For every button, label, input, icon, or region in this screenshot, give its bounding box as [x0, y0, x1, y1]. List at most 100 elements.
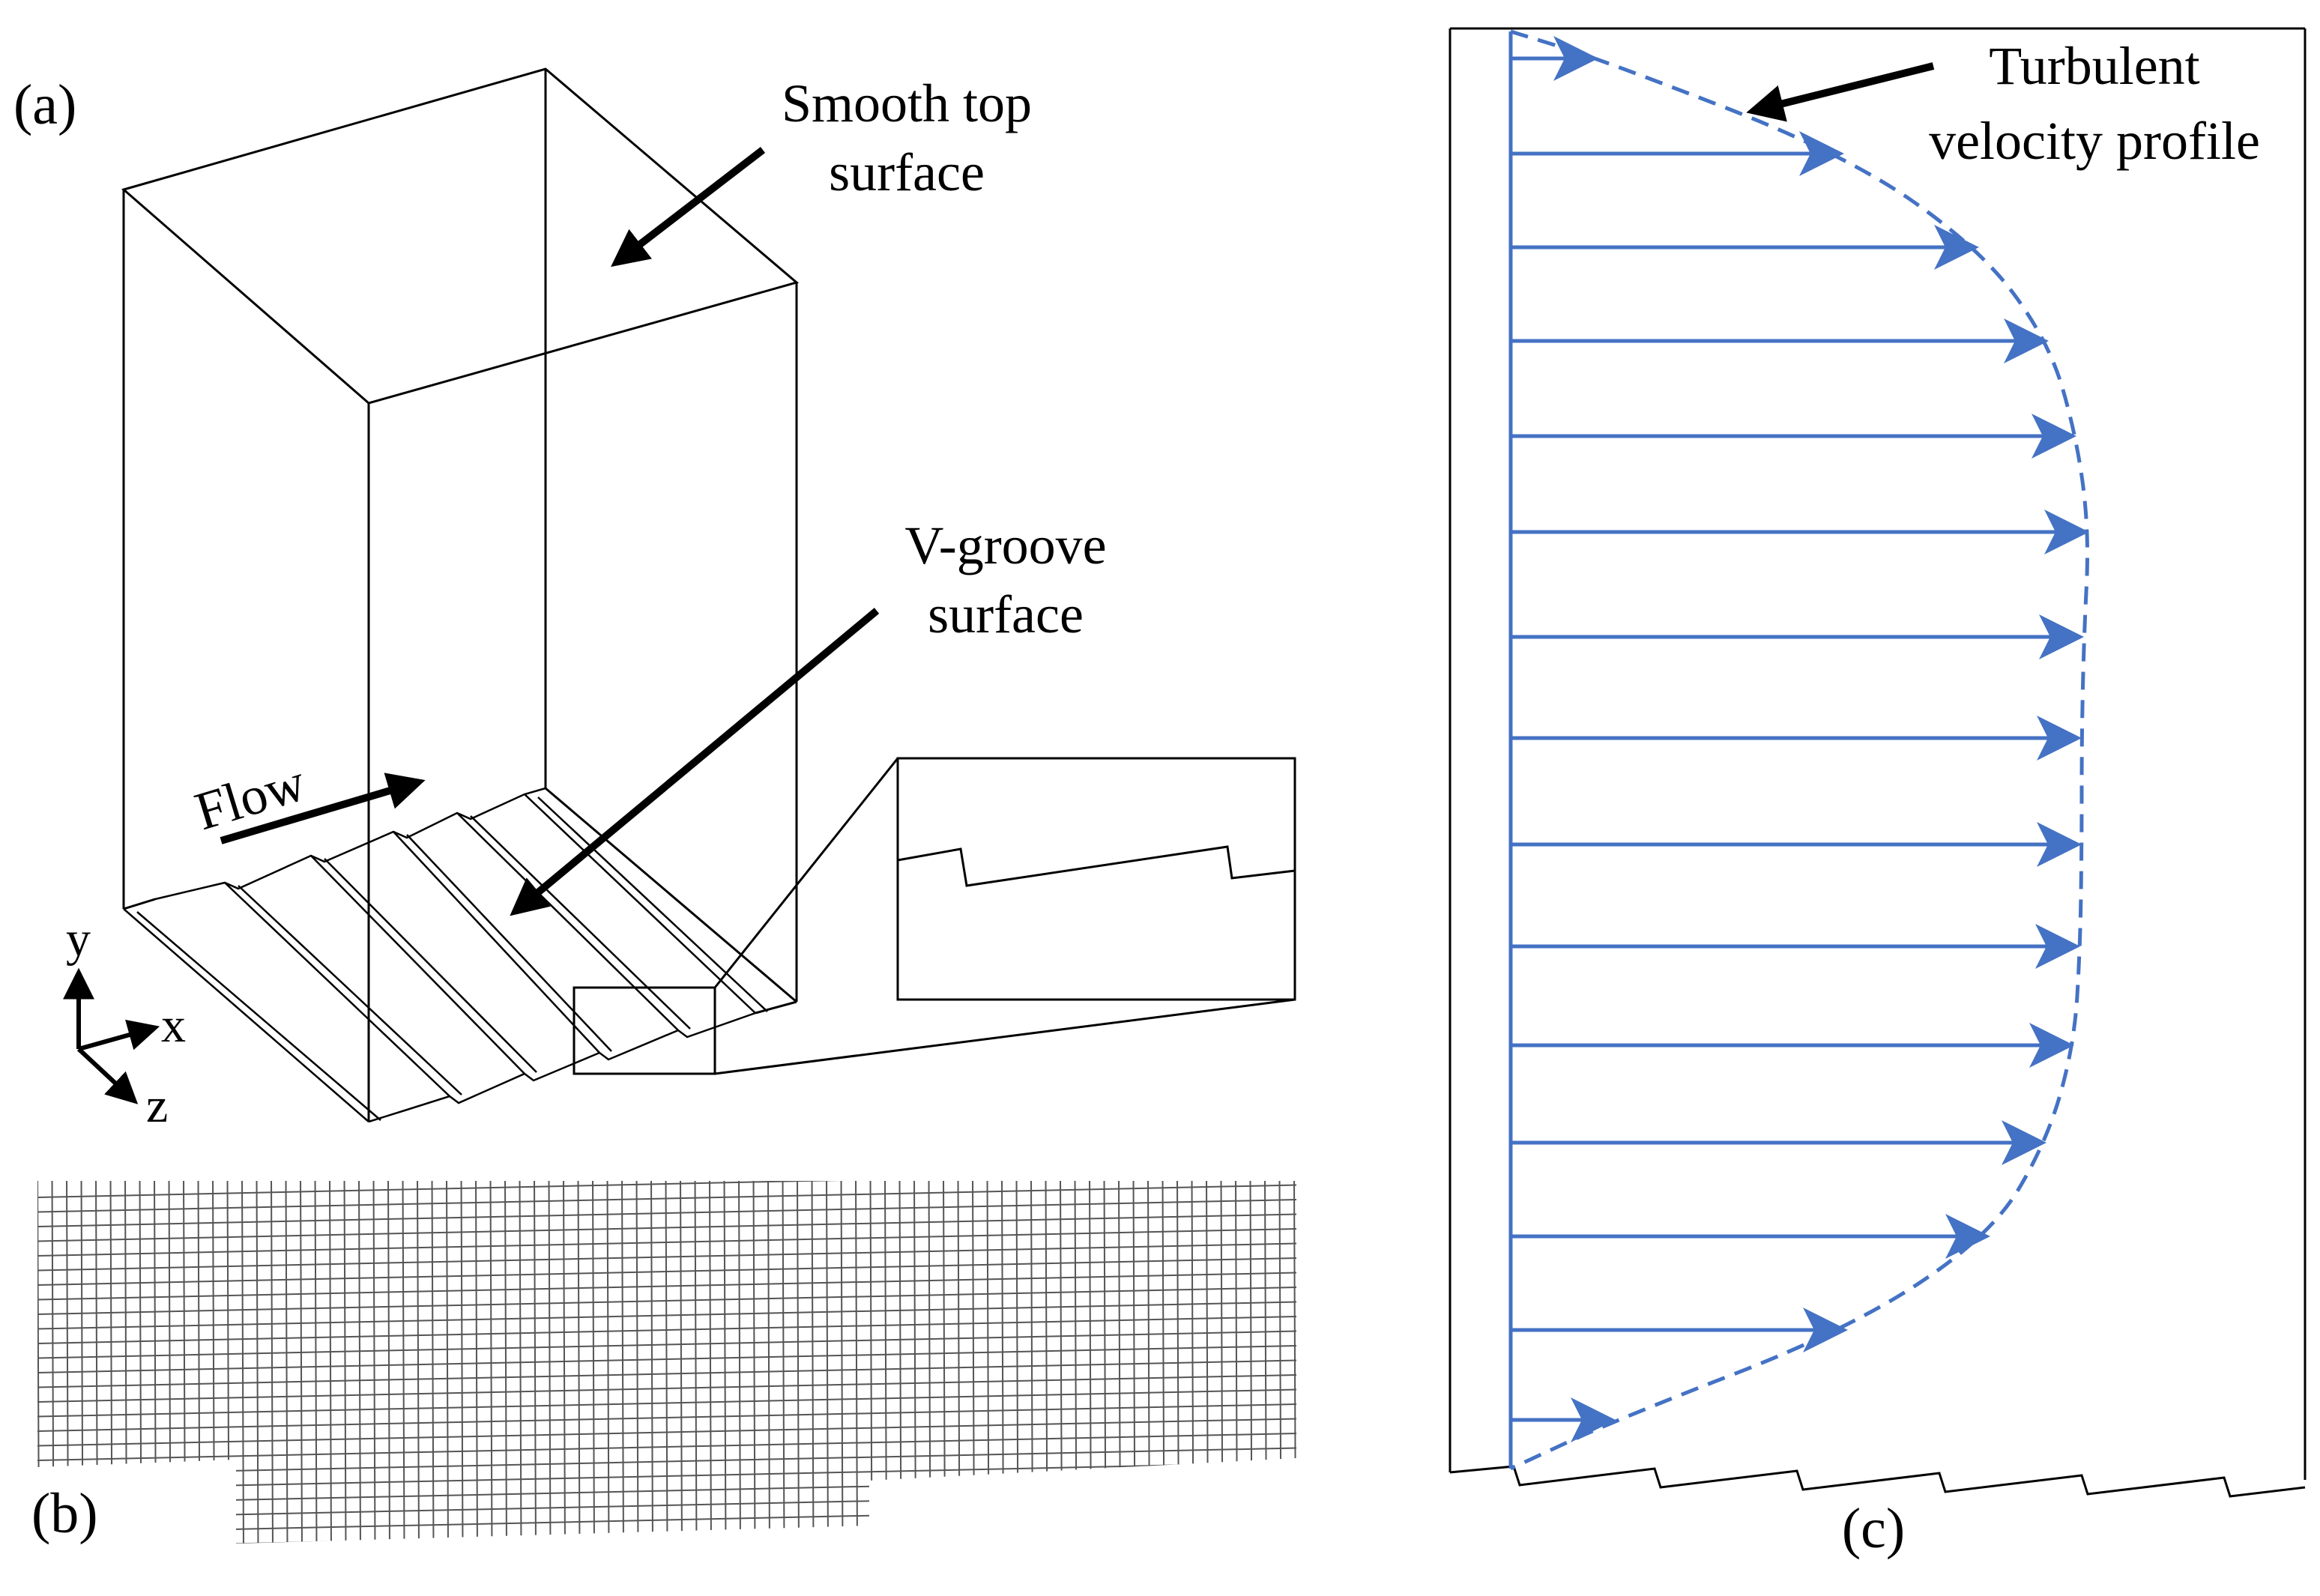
mesh-line-vertical: [139, 1181, 142, 1544]
mesh-line-horizontal: [37, 1181, 1296, 1198]
mesh-line-vertical: [1278, 1181, 1282, 1544]
mesh-line-horizontal: [37, 1388, 1296, 1418]
mesh-line-vertical: [168, 1181, 172, 1544]
panel-b-label: (b): [31, 1482, 98, 1545]
mesh-line-horizontal: [37, 1345, 1296, 1373]
mesh-line-vertical: [534, 1181, 537, 1544]
groove-step-line: [324, 858, 537, 1073]
mesh-line-vertical: [635, 1181, 639, 1544]
groove-back-edge: [123, 787, 546, 910]
mesh-line-vertical: [869, 1181, 873, 1544]
mesh-line-vertical: [256, 1181, 259, 1544]
mesh-line-vertical: [1176, 1181, 1179, 1544]
mesh-line-vertical: [797, 1181, 800, 1544]
v-groove-surface: [123, 787, 768, 1123]
mesh-line-vertical: [109, 1181, 113, 1544]
mesh-line-vertical: [271, 1181, 274, 1544]
mesh-line-horizontal: [37, 1535, 1296, 1544]
v-groove-label-line1: V-groove: [904, 516, 1106, 575]
groove-ridge-line: [393, 831, 600, 1054]
mesh-line-vertical: [986, 1181, 990, 1544]
mesh-line-vertical: [577, 1181, 581, 1544]
z-axis-label: z: [146, 1078, 168, 1133]
mesh-line-vertical: [314, 1181, 318, 1544]
panel-a-label: (a): [13, 73, 76, 136]
mesh-line-vertical: [300, 1181, 303, 1544]
groove-ridge-line: [310, 855, 525, 1074]
mesh-line-vertical: [606, 1181, 610, 1544]
mesh-line-vertical: [285, 1181, 289, 1544]
mesh-line-vertical: [124, 1181, 127, 1544]
mesh-line-horizontal: [37, 1418, 1296, 1447]
x-axis-arrow: [78, 1019, 160, 1051]
mesh-line-horizontal: [37, 1272, 1296, 1301]
groove-ridge-line: [456, 812, 679, 1031]
mesh-line-vertical: [226, 1181, 230, 1544]
panel-c-label: (c): [1842, 1497, 1905, 1560]
mesh-line-vertical: [1293, 1181, 1296, 1544]
profile-label-line1: Turbulent: [1989, 36, 2199, 96]
mesh-line-horizontal: [37, 1330, 1296, 1359]
mesh-line-vertical: [417, 1181, 420, 1544]
mesh-line-vertical: [402, 1181, 405, 1544]
mesh-line-vertical: [1001, 1181, 1004, 1544]
mesh-line-horizontal: [37, 1403, 1296, 1432]
channel-outline: [1449, 27, 2307, 1498]
groove-step-line: [406, 834, 612, 1052]
flow-arrow: [220, 773, 426, 844]
profile-label-arrow: [1746, 62, 1935, 122]
mesh-line-vertical: [650, 1181, 653, 1544]
groove-step-line: [136, 911, 381, 1121]
mesh-line-horizontal: [37, 1301, 1296, 1330]
mesh-line-vertical: [504, 1181, 507, 1544]
mesh-line-vertical: [826, 1181, 829, 1544]
mesh-line-vertical: [387, 1181, 390, 1544]
mesh-line-horizontal: [37, 1242, 1296, 1272]
mesh-line-vertical: [972, 1181, 975, 1544]
panel-c-velocity-profile: Turbulent velocity profile (c): [1449, 27, 2307, 1560]
mesh-line-horizontal: [37, 1462, 1296, 1490]
mesh-line-vertical: [884, 1181, 887, 1544]
mesh-line-vertical: [738, 1181, 741, 1544]
z-axis-arrow: [76, 1047, 139, 1104]
mesh-line-vertical: [154, 1181, 157, 1544]
domain-box-outline: [121, 67, 800, 1122]
mesh-line-horizontal: [37, 1199, 1296, 1227]
mesh-line-vertical: [680, 1181, 683, 1544]
mesh-line-vertical: [329, 1181, 332, 1544]
mesh-line-vertical: [782, 1181, 785, 1544]
axis-triad: [63, 967, 160, 1104]
mesh-line-horizontal: [37, 1433, 1296, 1461]
mesh-line-vertical: [1206, 1181, 1209, 1544]
mesh-line-vertical: [1249, 1181, 1253, 1544]
mesh-line-horizontal: [37, 1374, 1296, 1403]
mesh-line-vertical: [840, 1181, 844, 1544]
mesh-line-vertical: [519, 1181, 522, 1544]
mesh-line-horizontal: [37, 1287, 1296, 1315]
mesh-line-horizontal: [37, 1184, 1296, 1213]
panel-a-domain-box: (a) Smooth top surface V-groove surface …: [13, 67, 1296, 1133]
panel-b-mesh: (b): [31, 1181, 1296, 1545]
mesh-line-vertical: [1220, 1181, 1224, 1544]
groove-profile-detail: [897, 845, 1296, 887]
mesh-line-horizontal: [37, 1316, 1296, 1344]
groove-step-line: [238, 885, 462, 1095]
mesh-line-vertical: [1030, 1181, 1033, 1544]
mesh-line-vertical: [197, 1181, 201, 1544]
mesh-line-vertical: [358, 1181, 361, 1544]
mesh-line-vertical: [811, 1181, 815, 1544]
mesh-line-horizontal: [37, 1359, 1296, 1388]
mesh-line-horizontal: [37, 1228, 1296, 1257]
mesh-line-vertical: [1235, 1181, 1238, 1544]
mesh-line-vertical: [752, 1181, 756, 1544]
mesh-line-vertical: [723, 1181, 727, 1544]
turbulent-profile-curve: [1509, 29, 2089, 1471]
mesh-line-vertical: [709, 1181, 712, 1544]
mesh-line-vertical: [943, 1181, 946, 1544]
mesh-line-vertical: [241, 1181, 244, 1544]
mesh-line-vertical: [372, 1181, 376, 1544]
v-groove-label-line2: surface: [928, 584, 1084, 644]
mesh-line-vertical: [1060, 1181, 1063, 1544]
mesh-line-vertical: [898, 1181, 902, 1544]
